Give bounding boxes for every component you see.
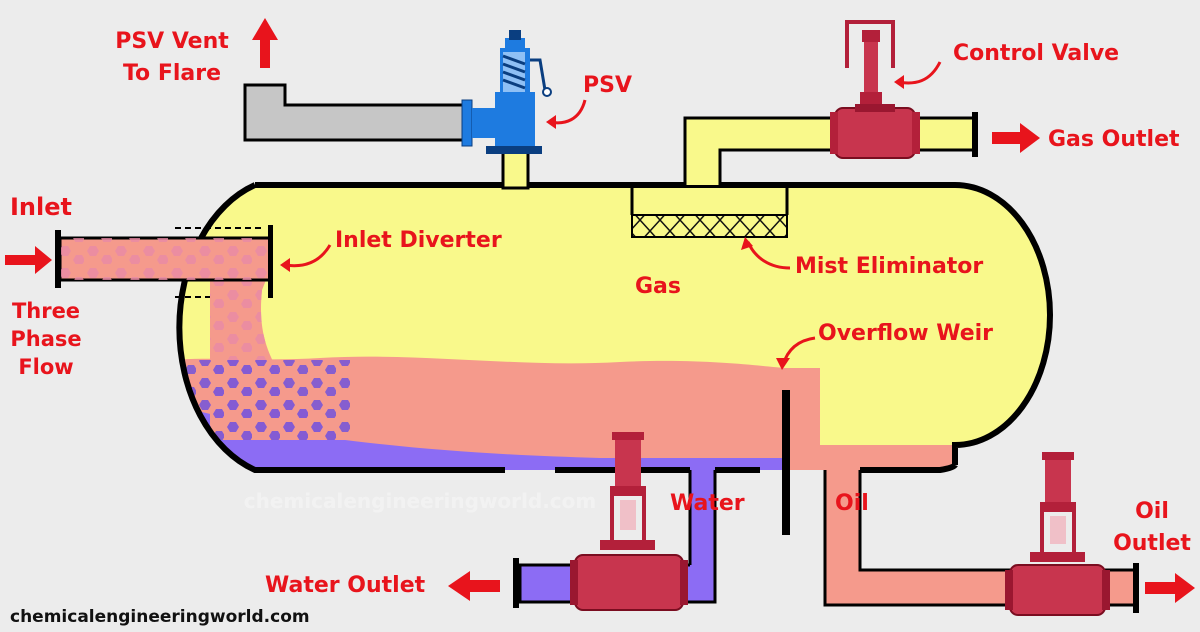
- oil-outlet-riser: [825, 470, 860, 575]
- three-phase-label-line3: Flow: [18, 355, 73, 379]
- mist-eliminator-label: Mist Eliminator: [795, 254, 983, 279]
- psv-valve: [461, 30, 552, 154]
- oil-outlet-arrow-icon: [1145, 573, 1195, 603]
- watermark-text: chemicalengineeringworld.com: [244, 489, 596, 513]
- mist-eliminator: [631, 214, 788, 238]
- inlet-label: Inlet: [10, 193, 72, 221]
- water-label: Water: [670, 491, 745, 516]
- inlet-flange: [55, 230, 61, 288]
- control-valve-label: Control Valve: [953, 41, 1119, 66]
- inlet-pipe-bubbles: [60, 238, 270, 280]
- oil-outlet-flange: [1133, 563, 1139, 613]
- vessel-shell-bottom-right: [860, 463, 958, 473]
- vessel-shell: [255, 182, 1053, 465]
- gas-outlet-arrow-icon: [992, 123, 1040, 153]
- psv-label: PSV: [583, 73, 632, 98]
- water-riser-walls: [688, 470, 717, 602]
- psv-vent-label-line1: PSV Vent: [115, 29, 229, 54]
- oil-outlet-label-line2: Outlet: [1113, 531, 1191, 556]
- inlet-arrow-icon: [5, 246, 52, 274]
- inlet-diverter: [268, 225, 273, 298]
- water-outlet-label: Water Outlet: [265, 573, 426, 598]
- psv-nozzle: [501, 148, 530, 190]
- water-outlet-arrow-icon: [448, 571, 500, 601]
- mist-eliminator-supports: [630, 185, 789, 215]
- vessel-shell-left: [176, 182, 505, 473]
- oil-outlet-label-line1: Oil: [1135, 499, 1169, 524]
- gas-control-valve: [830, 20, 920, 159]
- gas-outlet-flange: [972, 112, 978, 157]
- gas-outlet-label: Gas Outlet: [1048, 127, 1180, 152]
- water-droplets: [179, 360, 350, 440]
- three-phase-label-line1: Three: [12, 299, 80, 323]
- vent-pipe: [243, 83, 467, 142]
- water-control-valve: [570, 432, 688, 611]
- oil-control-valve: [1005, 452, 1110, 616]
- water-outlet-flange: [513, 558, 519, 608]
- inlet-diverter-label: Inlet Diverter: [335, 228, 502, 253]
- credit-text: chemicalengineeringworld.com: [10, 607, 310, 627]
- vessel-contents: [179, 185, 1051, 470]
- water-outlet-riser: [690, 468, 715, 568]
- flow-arrows: [5, 18, 1195, 603]
- overflow-weir: [782, 390, 790, 535]
- gas-label: Gas: [635, 274, 681, 299]
- diverter-guides: [175, 227, 265, 298]
- overflow-weir-label: Overflow Weir: [818, 321, 993, 346]
- pointer-heads: [280, 75, 904, 370]
- psv-vent-label-line2: To Flare: [123, 61, 221, 86]
- vent-arrow-icon: [252, 18, 278, 68]
- oil-label: Oil: [835, 491, 869, 516]
- three-phase-label-line2: Phase: [10, 327, 81, 351]
